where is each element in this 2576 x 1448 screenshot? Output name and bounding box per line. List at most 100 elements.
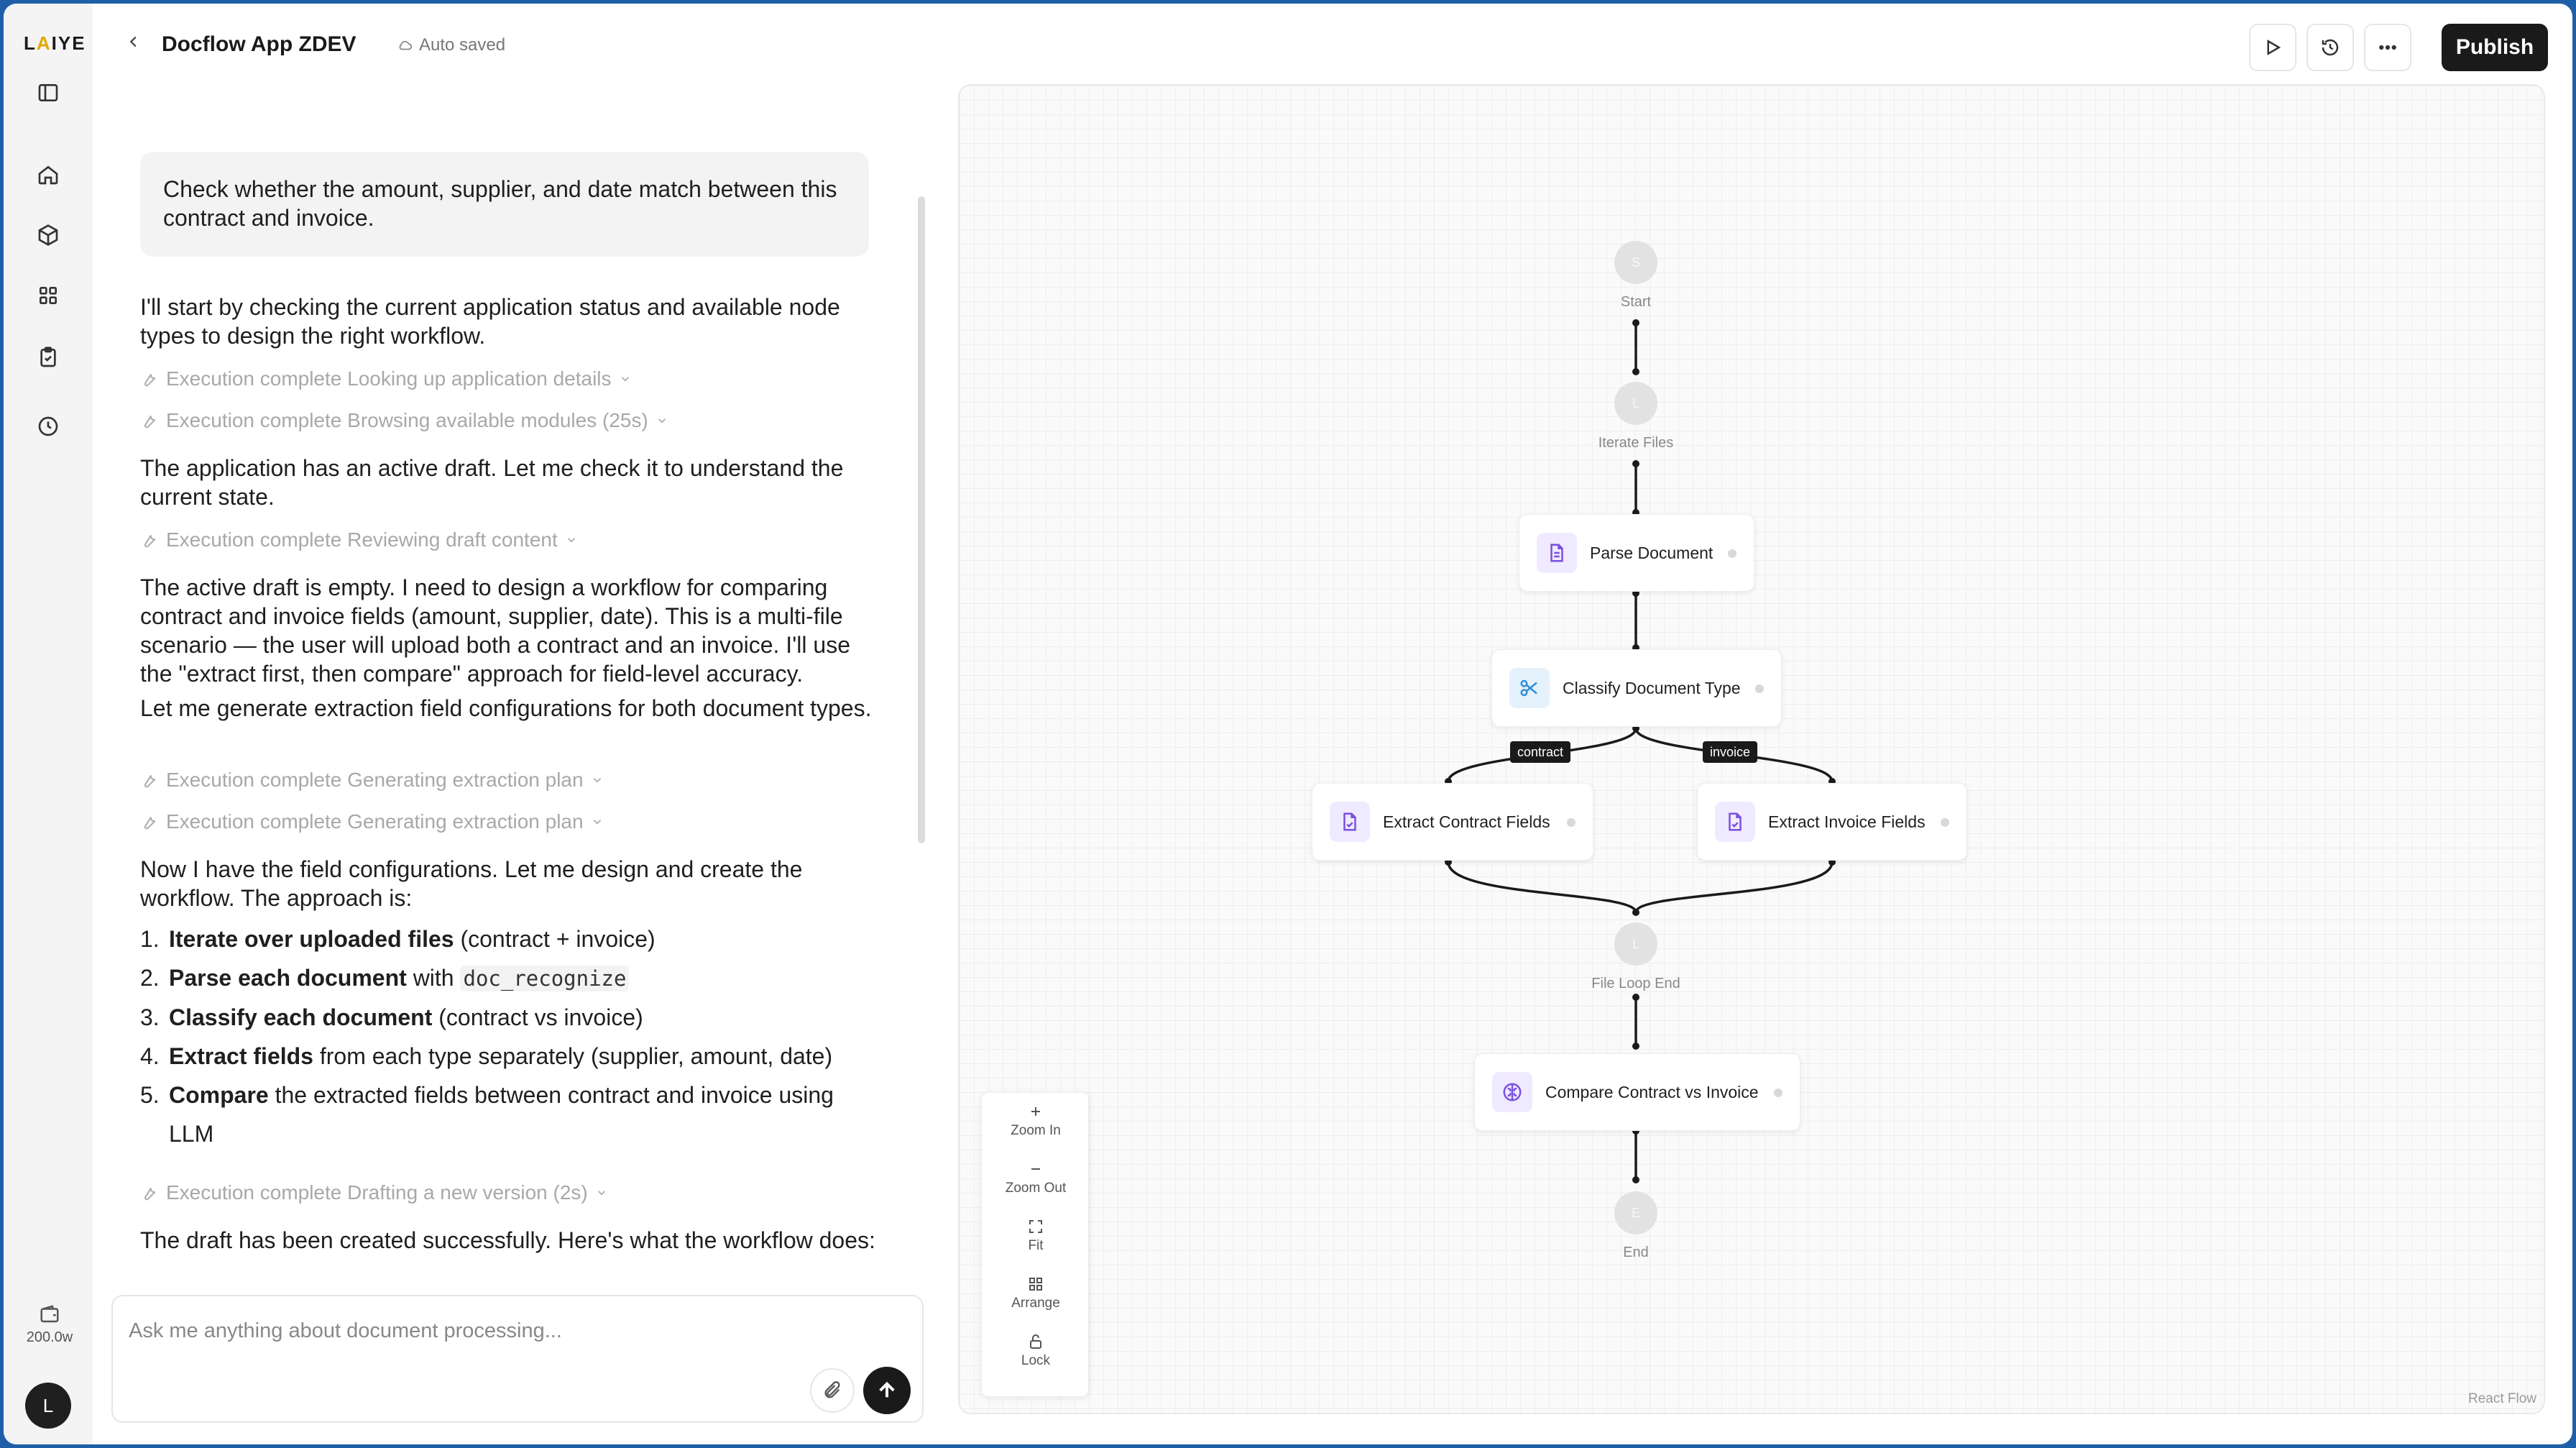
- list-item: 5.Compare the extracted fields between c…: [140, 1082, 834, 1147]
- workflow-canvas[interactable]: S Start L Iterate Files Parse Document C…: [958, 84, 2545, 1414]
- cube-icon[interactable]: [34, 221, 63, 249]
- chat-composer: [111, 1295, 924, 1423]
- zoom-in-button[interactable]: Zoom In: [982, 1097, 1090, 1149]
- classify-document-node[interactable]: Classify Document Type: [1491, 649, 1782, 727]
- arrange-button[interactable]: Arrange: [982, 1270, 1090, 1321]
- clipboard-check-icon[interactable]: [34, 343, 63, 372]
- minus-icon: [1031, 1168, 1040, 1170]
- sidebar-toggle-icon[interactable]: [34, 78, 63, 107]
- loop-end-node[interactable]: L: [1614, 922, 1657, 966]
- chat-input[interactable]: [129, 1309, 847, 1352]
- inline-code: doc_recognize: [460, 966, 630, 991]
- header: Docflow App ZDEV Auto saved Publish: [93, 4, 2572, 84]
- fit-view-button[interactable]: Fit: [982, 1212, 1090, 1264]
- node-handle[interactable]: [1728, 549, 1736, 558]
- chat-scrollbar[interactable]: [918, 196, 925, 843]
- iterate-node[interactable]: L: [1614, 382, 1657, 425]
- app-window: LAIYE 200.0w L Docflow App ZDEV: [4, 4, 2572, 1444]
- react-flow-attribution[interactable]: React Flow: [2467, 1391, 2536, 1406]
- logo: LAIYE: [24, 32, 86, 54]
- autosave-text: Auto saved: [419, 35, 506, 55]
- extract-invoice-node[interactable]: Extract Invoice Fields: [1697, 783, 1967, 861]
- wrench-icon: [144, 534, 156, 548]
- execution-text: Execution complete Generating extraction…: [166, 769, 584, 791]
- home-icon[interactable]: [34, 160, 63, 189]
- back-button[interactable]: [126, 34, 146, 54]
- app-title: Docflow App ZDEV: [162, 32, 356, 56]
- node-handle[interactable]: [1567, 818, 1576, 827]
- node-label: Start: [1620, 294, 1652, 310]
- node-label: File Loop End: [1591, 976, 1680, 991]
- execution-text: Execution complete Drafting a new versio…: [166, 1181, 588, 1204]
- assistant-message: Let me generate extraction field configu…: [140, 695, 872, 721]
- chevron-down-icon: [567, 538, 575, 543]
- execution-step[interactable]: Execution complete Looking up applicatio…: [140, 367, 632, 390]
- chevron-down-icon: [597, 1191, 605, 1196]
- version-history-button[interactable]: [2306, 24, 2354, 71]
- avatar[interactable]: L: [25, 1383, 71, 1429]
- file-extract-icon: [1330, 802, 1370, 842]
- credits-balance[interactable]: 200.0w: [19, 1303, 80, 1346]
- wrench-icon: [144, 1187, 156, 1201]
- node-handle[interactable]: [1755, 684, 1764, 693]
- chat-panel: Check whether the amount, supplier, and …: [93, 84, 926, 1444]
- more-horizontal-icon: [2379, 45, 2396, 50]
- send-button[interactable]: [863, 1367, 911, 1414]
- chevron-down-icon: [593, 820, 601, 825]
- list-item: 3.Classify each document (contract vs in…: [140, 1004, 643, 1030]
- run-button[interactable]: [2249, 24, 2296, 71]
- credits-value: 200.0w: [26, 1329, 73, 1345]
- chevron-down-icon: [593, 778, 601, 783]
- start-node[interactable]: S: [1614, 241, 1657, 284]
- end-node[interactable]: E: [1614, 1191, 1657, 1234]
- assistant-message: The draft has been created successfully.…: [140, 1227, 875, 1253]
- plus-icon: [1031, 1107, 1040, 1116]
- list-item: 4.Extract fields from each type separate…: [140, 1043, 833, 1069]
- execution-text: Execution complete Reviewing draft conte…: [166, 528, 558, 551]
- grid-icon: [1029, 1278, 1042, 1291]
- play-icon: [2267, 40, 2281, 55]
- execution-text: Execution complete Looking up applicatio…: [166, 367, 612, 390]
- execution-step[interactable]: Execution complete Generating extraction…: [140, 769, 604, 792]
- edge-contract-loopend: [1447, 861, 1637, 913]
- brain-icon: [1492, 1072, 1532, 1112]
- list-item: 1.Iterate over uploaded files (contract …: [140, 926, 656, 952]
- extract-contract-node[interactable]: Extract Contract Fields: [1312, 783, 1593, 861]
- wrench-icon: [144, 373, 156, 387]
- node-label: End: [1623, 1245, 1649, 1260]
- more-options-button[interactable]: [2364, 24, 2411, 71]
- execution-step[interactable]: Execution complete Reviewing draft conte…: [140, 528, 578, 551]
- edge-invoice-loopend: [1634, 861, 1834, 913]
- node-handle[interactable]: [1774, 1089, 1782, 1097]
- node-title: Extract Contract Fields: [1383, 812, 1550, 831]
- assistant-message: I'll start by checking the current appli…: [140, 294, 840, 349]
- node-handle[interactable]: [1941, 818, 1949, 827]
- history-icon: [2322, 39, 2339, 56]
- execution-step[interactable]: Execution complete Drafting a new versio…: [140, 1181, 608, 1204]
- assistant-message: Now I have the field configurations. Let…: [140, 856, 803, 911]
- list-item: 2.Parse each document with doc_recognize: [140, 958, 880, 998]
- workflow-steps-list: 1.Iterate over uploaded files (contract …: [140, 920, 880, 1153]
- publish-button[interactable]: Publish: [2442, 24, 2548, 71]
- compare-node[interactable]: Compare Contract vs Invoice: [1474, 1053, 1800, 1131]
- apps-grid-icon[interactable]: [34, 281, 63, 310]
- chevron-left-icon: [129, 36, 137, 47]
- execution-step[interactable]: Execution complete Generating extraction…: [140, 810, 604, 833]
- history-clock-icon[interactable]: [34, 412, 63, 441]
- lock-icon: [1030, 1334, 1041, 1349]
- chat-messages[interactable]: Check whether the amount, supplier, and …: [93, 84, 926, 1282]
- assistant-message: The active draft is empty. I need to des…: [140, 574, 850, 687]
- autosave-status: Auto saved: [397, 35, 505, 55]
- user-message: Check whether the amount, supplier, and …: [140, 152, 869, 257]
- zoom-out-button[interactable]: Zoom Out: [982, 1155, 1090, 1206]
- execution-step[interactable]: Execution complete Browsing available mo…: [140, 409, 668, 432]
- chevron-down-icon: [658, 418, 666, 423]
- node-title: Compare Contract vs Invoice: [1545, 1082, 1759, 1101]
- fit-icon: [1029, 1220, 1042, 1233]
- parse-document-node[interactable]: Parse Document: [1519, 514, 1754, 592]
- attach-button[interactable]: [810, 1368, 855, 1413]
- edge-label-contract: contract: [1510, 741, 1571, 763]
- node-title: Classify Document Type: [1563, 678, 1741, 697]
- scissors-icon: [1509, 668, 1550, 708]
- lock-button[interactable]: Lock: [982, 1327, 1090, 1379]
